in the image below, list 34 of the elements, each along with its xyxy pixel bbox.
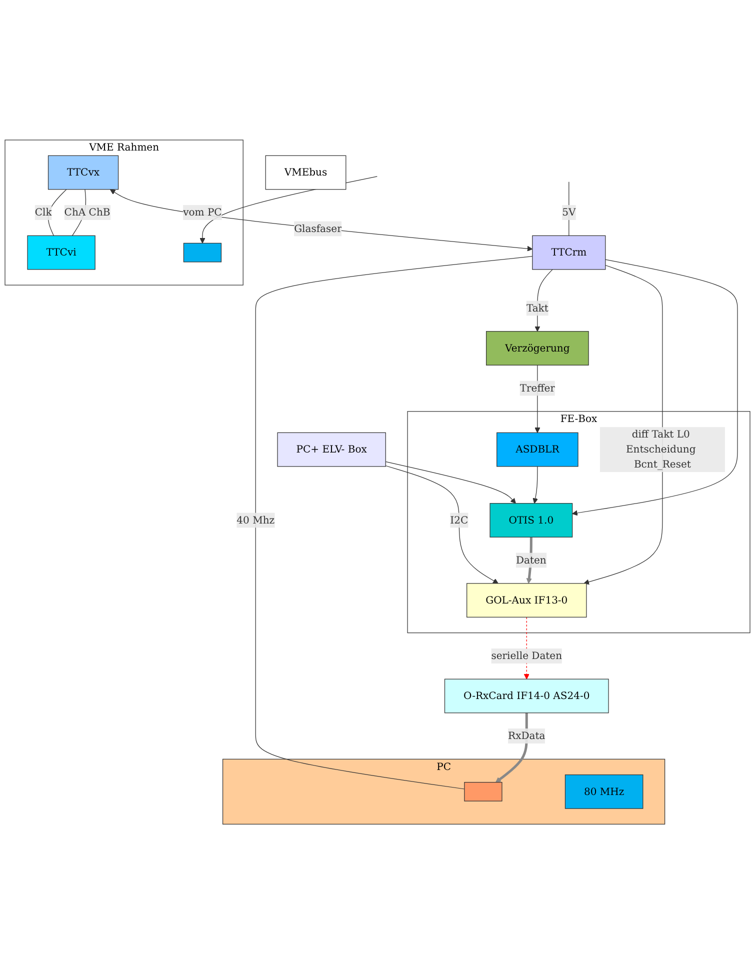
node-box: OTIS 1.0	[490, 503, 573, 538]
edge-label: serielle Daten	[491, 650, 562, 662]
edge-label: 5V	[562, 206, 576, 219]
edge-label: Treffer	[520, 382, 556, 394]
node-box	[183, 243, 222, 263]
edge-label: 40 Mhz	[236, 514, 275, 526]
arrow	[532, 466, 538, 504]
edge-label: I2C	[450, 514, 468, 526]
edge-label: Glasfaser	[294, 222, 342, 235]
edge-label: RxData	[508, 730, 546, 742]
node-box: PC+ ELV- Box	[277, 432, 386, 468]
connector	[48, 189, 67, 236]
node-box: Verzögerung	[486, 331, 589, 366]
node-box: TTCrm	[532, 236, 606, 270]
arrow	[534, 270, 553, 332]
arrow	[385, 466, 498, 584]
node-box: TTCvx	[48, 156, 119, 190]
edge-label: Takt	[526, 302, 548, 314]
arrow	[385, 462, 516, 504]
node-box: TTCvi	[27, 236, 96, 270]
node-box: ASDBLR	[496, 432, 578, 468]
arrow	[572, 260, 738, 516]
edge-label: Clk	[34, 206, 52, 219]
edge-label: ChA ChB	[64, 206, 110, 219]
arrow	[110, 190, 533, 252]
edge-label: diff Takt L0 Entscheidung Bcnt_Reset	[626, 428, 696, 471]
node-box: O-RxCard IF14-0 AS24-0	[444, 679, 609, 714]
node-box: 80 MHz	[564, 774, 644, 810]
edge-label: vom PC	[183, 206, 222, 219]
edge-label: Daten	[516, 554, 546, 566]
node-box: VMEbus	[265, 156, 346, 190]
node-box	[464, 782, 502, 802]
connector	[568, 182, 570, 236]
node-box: GOL-Aux IF13-0	[466, 584, 587, 618]
